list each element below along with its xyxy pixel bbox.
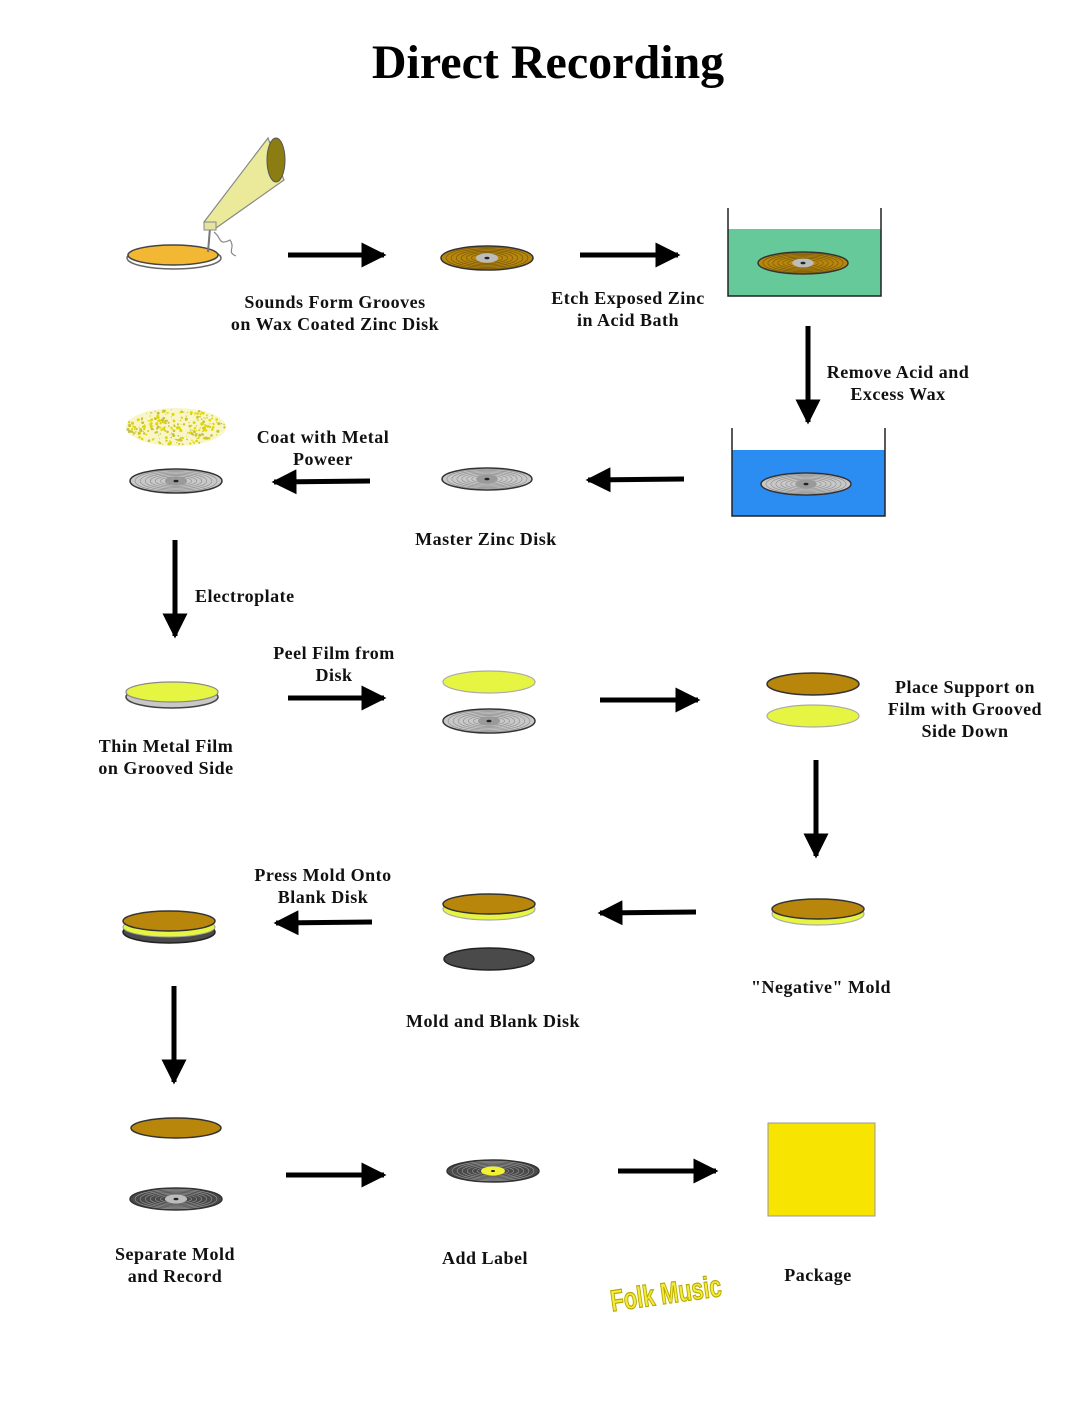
blank-disk <box>443 947 535 971</box>
support-disk <box>766 672 860 696</box>
rinse-bath-tank <box>731 428 886 517</box>
arrow-10 <box>597 900 697 926</box>
labeled-record <box>446 1159 540 1183</box>
peeled-film <box>442 670 536 694</box>
pressed-record <box>129 1187 223 1211</box>
acid-bath-tank <box>727 208 882 297</box>
metal-powder-cloud <box>126 408 226 446</box>
separated-mold <box>130 1117 222 1139</box>
mold-above-blank <box>442 893 536 921</box>
etched-disk <box>440 245 534 271</box>
label-mold-and-blank: Mold and Blank Disk <box>406 1011 580 1031</box>
label-electroplate: Electroplate <box>195 586 295 606</box>
master-zinc-disk <box>441 467 533 491</box>
thin-metal-film-disk <box>125 681 219 709</box>
label-master-zinc-disk: Master Zinc Disk <box>415 529 557 549</box>
wax-disk <box>127 244 219 266</box>
phonograph-horn-icon <box>126 136 286 270</box>
arrow-5 <box>271 469 371 495</box>
package-folk-music-text: Folk Music <box>608 1269 723 1319</box>
zinc-disk-after-peel <box>442 708 536 734</box>
album-package: Folk Music <box>608 1122 876 1319</box>
negative-mold <box>771 898 865 926</box>
label-add-label: Add Label <box>442 1248 528 1268</box>
zinc-disk-coated <box>129 468 223 494</box>
arrow-11 <box>273 910 373 936</box>
label-package: Package <box>784 1265 851 1285</box>
page-title: Direct Recording <box>372 36 724 89</box>
arrow-4 <box>585 467 685 493</box>
pressed-stack <box>122 910 216 944</box>
film-grooved-down <box>766 704 860 728</box>
label-negative-mold: "Negative" Mold <box>751 977 891 997</box>
